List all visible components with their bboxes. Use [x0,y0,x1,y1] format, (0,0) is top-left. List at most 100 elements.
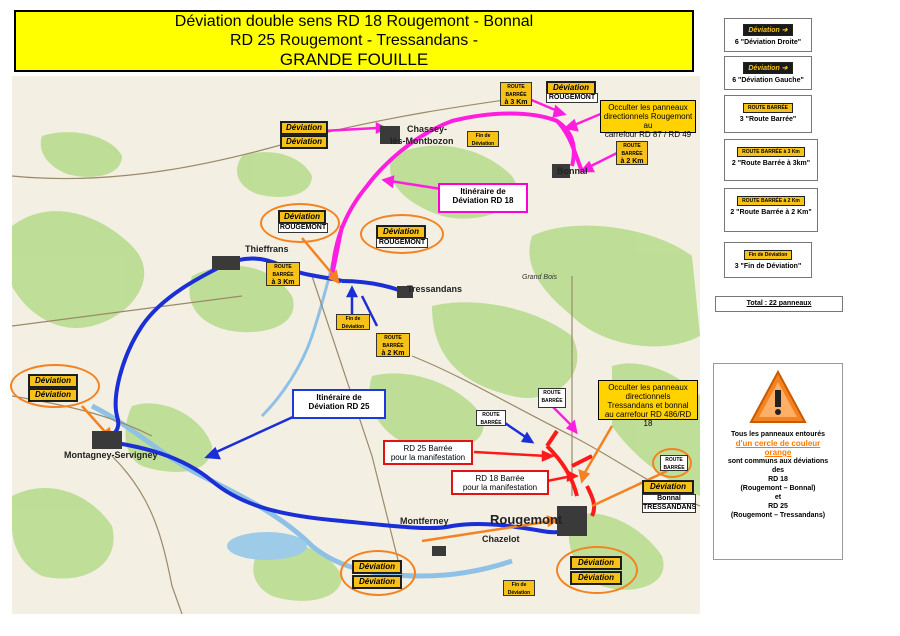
info-line-1: Tous les panneaux entourés [730,431,825,438]
topographic-map[interactable]: Chassey- lès-Montbozon Bonnal Thieffrans… [12,76,700,614]
fin-deviation-north[interactable]: Fin de Déviation [467,131,499,147]
legend-item-0: Déviation ➔ 6 "Déviation Droite" [724,18,812,52]
sign-text: Déviation [378,227,424,237]
deviation-sign-tressandans[interactable]: Déviation [376,225,426,239]
deviation-sign-bonnal-south[interactable]: Déviation [642,480,694,494]
plaque-rougemont-tressandans: ROUGEMONT [376,238,428,248]
info-line-4: sont communs aux déviations [727,458,829,465]
route-barree-rougemont-west[interactable]: ROUTE BARRÉE [476,410,506,426]
plaque-km: à 2 Km [381,350,405,357]
deviation-sign-rougemont-2[interactable]: Déviation [570,571,622,585]
plaque-tressandans: TRESSANDANS [642,503,697,513]
map-title-banner: Déviation double sens RD 18 Rougemont - … [14,10,694,72]
deviation-sign-montagney-1[interactable]: Déviation [28,374,78,388]
info-line-5: des [771,467,785,474]
legend-sign: ROUTE BARRÉE à 2 Km [737,196,805,206]
sign-text: Déviation [282,137,326,147]
sign-text: Déviation [644,482,692,492]
rd18-route-callout: Itinéraire de Déviation RD 18 [438,183,528,213]
info-line-8: et [774,494,782,501]
sign-text: Déviation [30,376,76,386]
closed-roads [545,429,597,517]
sign-text: Déviation [282,123,326,133]
rd18-closed-line-1: RD 18 Barrée [475,474,525,483]
place-montagney: Montagney-Servigney [64,450,158,460]
occulter-north-line-2: directionnels Rougemont au [603,112,693,130]
occulter-south-line-2: directionnels [625,392,671,401]
route-barree-2km-east[interactable]: ROUTE BARRÉE à 2 Km [616,141,648,165]
rd25-callout-line-1: Itinéraire de [316,393,362,402]
route-barree-rougemont-north[interactable]: ROUTE BARRÉE [538,388,566,408]
sign-text: Déviation [280,212,324,222]
plaque-line: ROUTE BARRÉE [505,84,527,98]
legend-item-5: Fin de Déviation 3 "Fin de Déviation" [724,242,812,278]
info-line-6: RD 18 [768,476,788,483]
deviation-sign-chazelot-1[interactable]: Déviation [352,560,402,574]
place-thieffrans: Thieffrans [245,244,289,254]
sign-text: Déviation [572,573,620,583]
warning-sign-icon [749,369,807,423]
info-line-7: (Rougemont – Bonnal) [740,485,816,492]
place-bonnal: Bonnal [557,166,588,176]
place-chazelot: Chazelot [482,534,520,544]
legend-sign: ROUTE BARRÉE [742,103,793,113]
place-chassey: Chassey- [407,124,448,134]
info-line-2: d'un cercle de couleur [735,439,821,448]
plaque-km: à 3 Km [504,99,528,106]
legend-item-1: Déviation ➔ 6 "Déviation Gauche" [724,56,812,90]
legend-caption: 2 "Route Barrée à 3km" [731,160,811,167]
rd25-callout-line-2: Déviation RD 25 [308,402,370,411]
orange-ring-tressandans [360,214,444,254]
town-blocks [92,126,587,556]
sign-text: Déviation [354,577,400,587]
route-barree-3km-north[interactable]: ROUTE BARRÉE à 3 Km [500,82,532,106]
closed-arrows [473,450,579,483]
route-barree-3km-west[interactable]: ROUTE BARRÉE à 3 Km [266,262,300,286]
plaque-km: à 2 Km [620,158,644,165]
deviation-sign-chassey-2[interactable]: Déviation [280,135,328,149]
route-barree-east[interactable]: ROUTE BARRÉE [660,455,688,471]
rd25-closed-callout: RD 25 Barrée pour la manifestation [383,440,473,465]
legend-sign: Déviation ➔ [743,24,793,36]
title-line-3: GRANDE FOUILLE [279,50,429,69]
deviation-sign-chassey-1[interactable]: Déviation [280,121,328,135]
place-chassey-2: lès-Montbozon [390,136,454,146]
rd25-route-callout: Itinéraire de Déviation RD 25 [292,389,386,419]
occulter-south-callout: Occulter les panneaux directionnels Tres… [598,380,698,428]
orange-ring-chazelot [340,550,416,596]
route-barree-2km-south[interactable]: ROUTE BARRÉE à 2 Km [376,333,410,357]
legend-sign: ROUTE BARRÉE à 3 Km [737,147,805,157]
plaque-line: ROUTE BARRÉE [382,335,404,349]
rd18-callout-line-2: Déviation RD 18 [452,196,514,205]
deviation-sign-chazelot-2[interactable]: Déviation [352,575,402,589]
legend-item-4: ROUTE BARRÉE à 2 Km 2 "Route Barrée à 2 … [724,188,818,232]
lake [227,532,307,560]
place-montferney: Montferney [400,516,449,526]
legend-caption: 6 "Déviation Droite" [734,39,802,46]
orange-ring-rougemont-south [556,546,638,594]
occulter-south-line-1: Occulter les panneaux [608,383,688,392]
place-tressandans: Tressandans [407,284,463,294]
legend-total: Total : 22 panneaux [715,296,843,312]
rd25-closed-line-2: pour la manifestation [390,453,466,462]
rd18-closed-line-2: pour la manifestation [462,483,538,492]
deviation-sign-montagney-2[interactable]: Déviation [28,388,78,402]
orange-ring-montagney [10,364,100,408]
info-box: Tous les panneaux entourés d'un cercle d… [713,363,843,560]
info-line-10: (Rougemont – Tressandans) [730,512,826,519]
rd18-closed-callout: RD 18 Barrée pour la manifestation [451,470,549,495]
orange-arrows [81,237,668,543]
info-line-9: RD 25 [768,503,788,510]
sign-text: Déviation [548,83,594,93]
deviation-sign-rougemont-1[interactable]: Déviation [570,556,622,570]
title-line-1: Déviation double sens RD 18 Rougemont - … [174,13,534,30]
deviation-sign-thieffrans[interactable]: Déviation [278,210,326,224]
fin-deviation-tressandans[interactable]: Fin de Déviation [336,314,370,330]
rd25-closed-line-1: RD 25 Barrée [403,444,453,453]
place-rougemont: Rougemont [490,512,563,527]
legend-item-2: ROUTE BARRÉE 3 "Route Barrée" [724,95,812,133]
fin-deviation-rougemont[interactable]: Fin de Déviation [503,580,535,596]
plaque-rougemont-thieffrans: ROUGEMONT [278,223,328,233]
occulter-north-line-3: carrefour RD 87 / RD 49 [604,130,692,139]
orange-ring-thieffrans [260,203,340,243]
